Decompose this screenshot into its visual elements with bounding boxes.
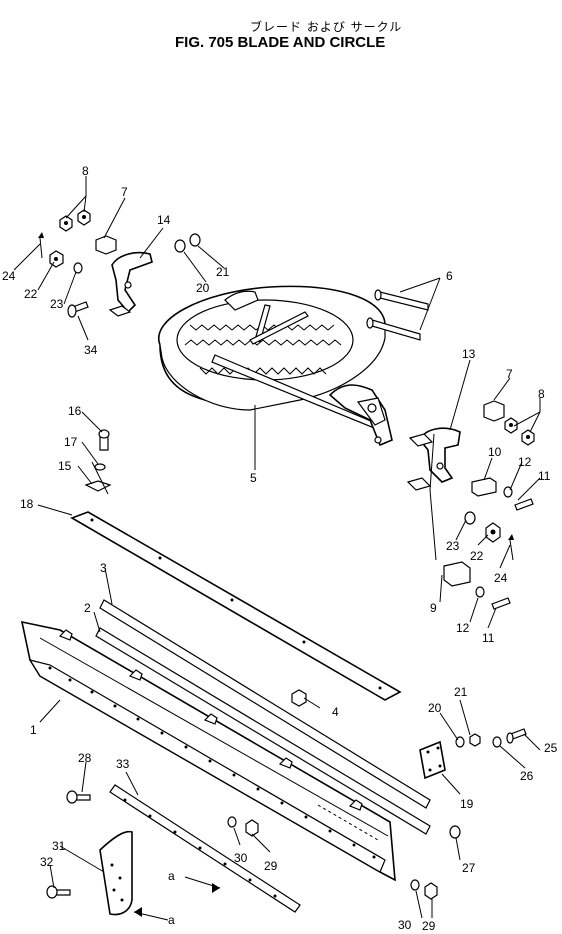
callout-6: 6 [446,269,453,283]
blade-1 [20,620,396,882]
callout-25: 25 [544,741,558,755]
callout-18: 18 [20,497,34,511]
callout-11b: 11 [482,631,495,645]
callout-4: 4 [332,705,339,719]
callout-33: 33 [116,757,130,771]
title-japanese: ブレード および サークル [250,20,403,34]
callout-23: 23 [50,297,64,311]
callout-30: 30 [234,851,248,865]
callout-9: 9 [430,601,437,615]
callout-20b: 20 [428,701,442,715]
callout-23b: 23 [446,539,460,553]
callout-29: 29 [264,859,278,873]
callout-15: 15 [58,459,72,473]
nut-4 [291,689,307,707]
callout-26: 26 [520,769,534,783]
callout-29b: 29 [422,919,436,933]
callout-labels: 8 7 14 24 22 20 21 23 34 6 13 7 8 5 16 1… [2,164,558,933]
callout-2: 2 [84,601,91,615]
callout-21b: 21 [454,685,468,699]
nut-8 [59,209,91,232]
callout-24b: 24 [494,571,508,585]
callout-22: 22 [24,287,38,301]
callout-a-1: a [168,869,175,883]
bolt-6 [366,289,429,341]
bolt-group-left [84,429,112,492]
callout-27: 27 [462,861,476,875]
guide-14 [111,251,153,314]
callout-31: 31 [52,839,66,853]
right-hardware [406,400,535,610]
callout-8: 8 [82,164,89,178]
plate-18 [70,511,402,701]
leader-lines [13,176,541,921]
end-bit-31 [99,830,133,916]
callout-11: 11 [538,469,551,483]
callout-13: 13 [462,347,476,361]
callout-22b: 22 [470,549,484,563]
callout-10: 10 [488,445,502,459]
callout-8b: 8 [538,387,545,401]
callout-19: 19 [460,797,474,811]
callout-17: 17 [64,435,78,449]
bracket-19 [419,740,446,780]
cutting-edge-2 [95,627,431,835]
callout-7: 7 [121,185,128,199]
circle-assembly [157,285,393,447]
liner-7 [95,235,117,255]
callout-12: 12 [518,455,532,469]
callout-34: 34 [84,343,98,357]
left-hardware [38,209,201,318]
cutting-edge-3 [99,599,431,809]
figure-title: FIG. 705 BLADE AND CIRCLE [175,34,386,51]
callout-16: 16 [68,404,82,418]
callout-30b: 30 [398,918,412,932]
callout-24: 24 [2,269,16,283]
callout-12b: 12 [456,621,470,635]
callout-7b: 7 [506,367,513,381]
callout-3: 3 [100,561,107,575]
callout-32: 32 [40,855,54,869]
callout-20: 20 [196,281,210,295]
callout-1: 1 [30,723,37,737]
callout-5: 5 [250,471,257,485]
callout-21: 21 [216,265,230,279]
end-bit-33 [109,784,301,913]
callout-28: 28 [78,751,92,765]
callout-14: 14 [157,213,171,227]
callout-a-2: a [168,913,175,927]
